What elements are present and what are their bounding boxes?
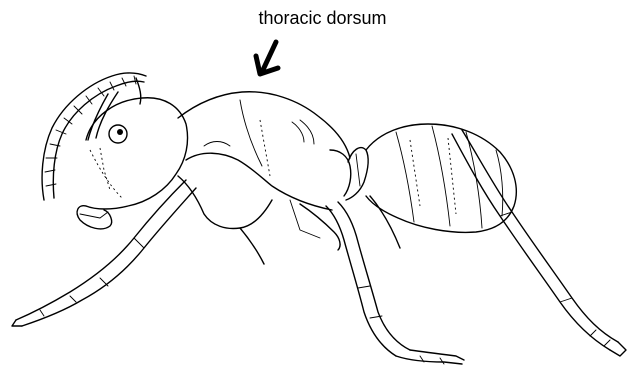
thorax: [178, 92, 351, 229]
gaster: [366, 124, 516, 232]
hind-leg: [370, 130, 626, 356]
pointer-arrow: [256, 42, 278, 74]
middle-leg: [326, 202, 464, 364]
antennae: [42, 73, 146, 200]
leg-bases: [240, 200, 340, 264]
head: [77, 98, 187, 229]
front-leg: [12, 180, 196, 326]
